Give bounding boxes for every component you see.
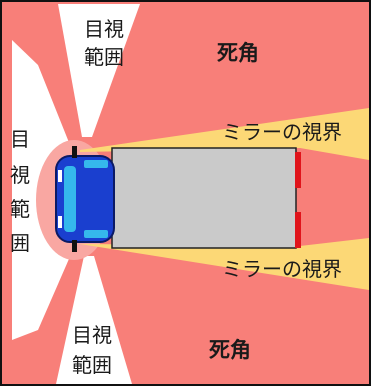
tail-light-bottom xyxy=(295,212,301,248)
cab-window-top xyxy=(84,160,108,168)
visual-range-top-zone xyxy=(58,4,140,137)
visual-range-bottom-label-line1: 目視 xyxy=(72,323,112,347)
tail-light-top xyxy=(295,152,301,188)
mirror-view-bottom-label: ミラーの視界 xyxy=(222,257,342,281)
truck-cab xyxy=(55,155,115,243)
visual-range-top-label-line1: 目視 xyxy=(84,17,124,41)
cargo-box xyxy=(111,147,297,249)
mirror-view-bottom-zone xyxy=(80,238,369,290)
headlight-bottom xyxy=(58,216,62,228)
visual-range-top-label-line2: 範囲 xyxy=(84,45,124,69)
cab-roof xyxy=(88,170,108,228)
visual-range-bottom-label-line2: 範囲 xyxy=(72,353,112,377)
visual-range-left-label-2: 視 xyxy=(10,163,30,187)
side-mirror-top xyxy=(72,146,77,158)
visual-range-left-label-1: 目 xyxy=(10,127,30,151)
side-mirror-bottom xyxy=(72,240,77,252)
visual-range-left-label-4: 囲 xyxy=(10,231,30,255)
cab-windshield xyxy=(64,166,76,232)
mirror-view-top-zone xyxy=(80,108,369,160)
headlight-top xyxy=(58,170,62,182)
visual-range-bottom-zone xyxy=(56,256,132,384)
mirror-view-top-label: ミラーの視界 xyxy=(222,120,342,144)
blind-spot-bottom-label: 死角 xyxy=(209,338,251,362)
cab-window-bottom xyxy=(84,230,108,238)
blind-spot-top-label: 死角 xyxy=(217,41,259,65)
visual-range-left-label-3: 範 xyxy=(10,197,30,221)
